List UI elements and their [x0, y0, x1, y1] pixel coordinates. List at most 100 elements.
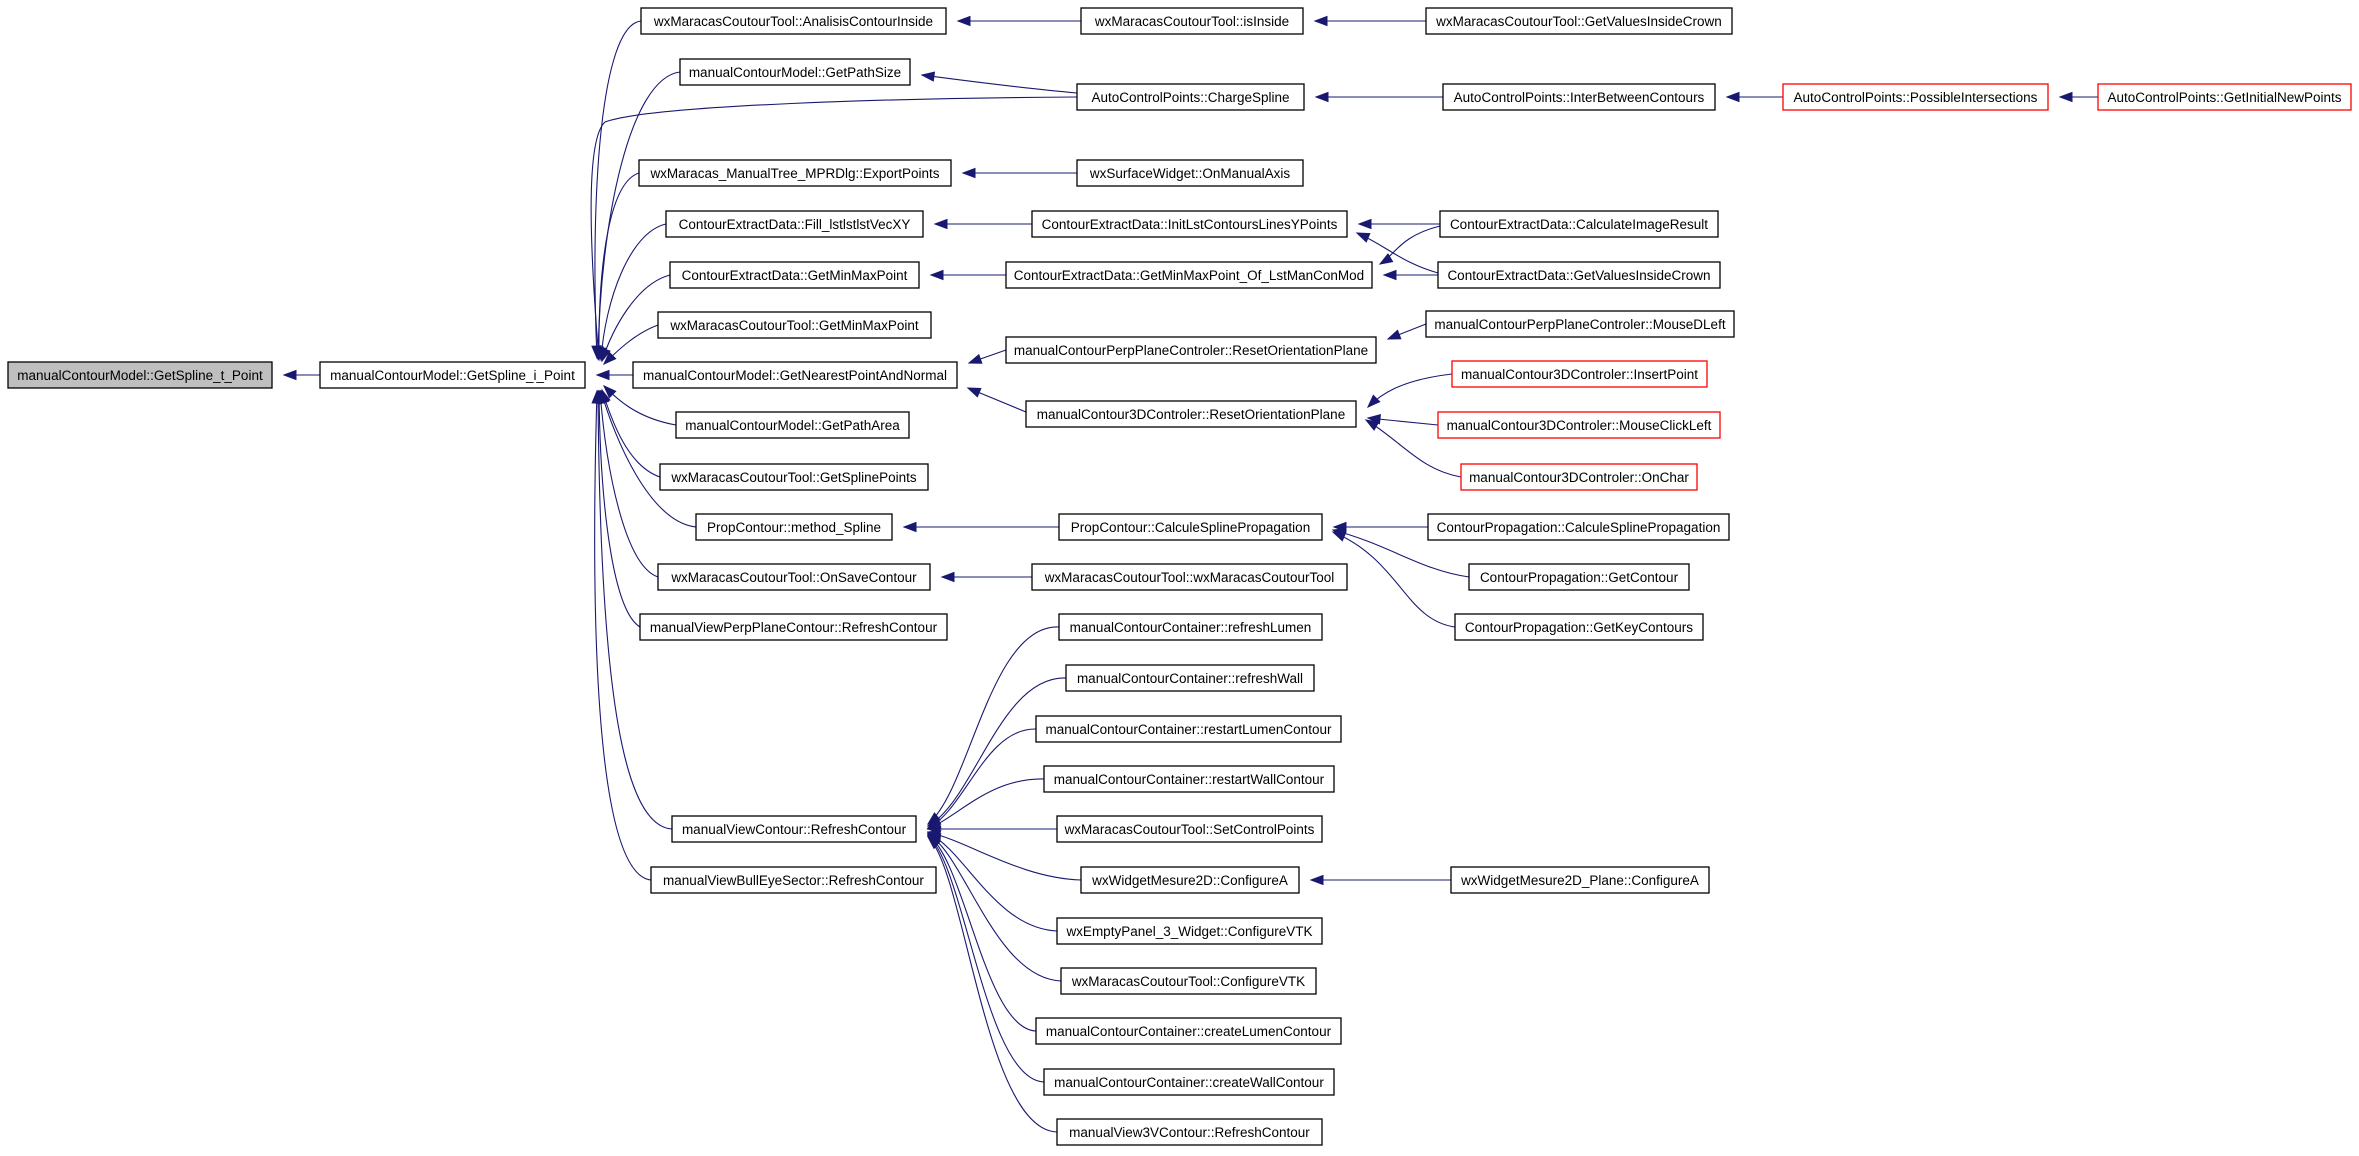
node-n33[interactable]: manualContourContainer::createLumenConto…	[1035, 1017, 1342, 1045]
node-box[interactable]	[665, 210, 924, 238]
node-n46[interactable]: ContourPropagation::GetKeyContours	[1454, 613, 1704, 641]
node-n24[interactable]: wxMaracasCoutourTool::wxMaracasCoutourTo…	[1031, 563, 1348, 591]
node-n14[interactable]: manualViewContour::RefreshContour	[671, 815, 917, 843]
node-n3[interactable]: manualContourModel::GetPathSize	[679, 58, 911, 86]
node-box[interactable]	[1065, 664, 1315, 692]
node-box[interactable]	[640, 7, 947, 35]
node-box[interactable]	[1005, 336, 1377, 364]
node-box[interactable]	[1056, 815, 1323, 843]
node-box[interactable]	[669, 261, 920, 289]
node-n32[interactable]: wxMaracasCoutourTool::ConfigureVTK	[1060, 967, 1317, 995]
node-box[interactable]	[1437, 261, 1721, 289]
node-n40[interactable]: manualContourPerpPlaneControler::MouseDL…	[1425, 310, 1735, 338]
node-box[interactable]	[1782, 83, 2049, 111]
node-n25[interactable]: manualContourContainer::refreshLumen	[1058, 613, 1323, 641]
node-box[interactable]	[638, 159, 952, 187]
node-box[interactable]	[1043, 1068, 1335, 1096]
node-n22[interactable]: manualContour3DControler::ResetOrientati…	[1025, 400, 1357, 428]
node-n31[interactable]: wxEmptyPanel_3_Widget::ConfigureVTK	[1056, 917, 1323, 945]
node-box[interactable]	[1076, 83, 1305, 111]
node-box[interactable]	[1058, 513, 1323, 541]
node-n37[interactable]: AutoControlPoints::InterBetweenContours	[1442, 83, 1716, 111]
node-n20[interactable]: ContourExtractData::GetMinMaxPoint_Of_Ls…	[1005, 261, 1373, 289]
node-n35[interactable]: manualView3VContour::RefreshContour	[1056, 1118, 1323, 1146]
node-box[interactable]	[1035, 1017, 1342, 1045]
node-box[interactable]	[1043, 765, 1335, 793]
node-n17[interactable]: AutoControlPoints::ChargeSpline	[1076, 83, 1305, 111]
node-n29[interactable]: wxMaracasCoutourTool::SetControlPoints	[1056, 815, 1323, 843]
node-box[interactable]	[1080, 7, 1304, 35]
node-box[interactable]	[1437, 411, 1721, 439]
node-box[interactable]	[1439, 210, 1719, 238]
node-box[interactable]	[657, 563, 931, 591]
node-box[interactable]	[7, 361, 273, 389]
node-n49[interactable]: AutoControlPoints::GetInitialNewPoints	[2097, 83, 2352, 111]
node-n8[interactable]: manualContourModel::GetNearestPointAndNo…	[632, 361, 958, 389]
node-n11[interactable]: PropContour::method_Spline	[695, 513, 893, 541]
node-box[interactable]	[659, 463, 929, 491]
node-n42[interactable]: manualContour3DControler::MouseClickLeft	[1437, 411, 1721, 439]
node-n47[interactable]: wxWidgetMesure2D_Plane::ConfigureA	[1450, 866, 1710, 894]
node-box[interactable]	[675, 411, 910, 439]
node-n0[interactable]: manualContourModel::GetSpline_t_Point	[7, 361, 273, 389]
node-n7[interactable]: wxMaracasCoutourTool::GetMinMaxPoint	[657, 311, 932, 339]
node-n30[interactable]: wxWidgetMesure2D::ConfigureA	[1080, 866, 1300, 894]
node-n39[interactable]: ContourExtractData::GetValuesInsideCrown	[1437, 261, 1721, 289]
node-n1[interactable]: manualContourModel::GetSpline_i_Point	[319, 361, 586, 389]
node-box[interactable]	[1442, 83, 1716, 111]
node-box[interactable]	[1460, 463, 1698, 491]
node-n5[interactable]: ContourExtractData::Fill_lstlstlstVecXY	[665, 210, 924, 238]
node-box[interactable]	[1450, 866, 1710, 894]
node-box[interactable]	[1076, 159, 1304, 187]
node-n10[interactable]: wxMaracasCoutourTool::GetSplinePoints	[659, 463, 929, 491]
node-n41[interactable]: manualContour3DControler::InsertPoint	[1451, 360, 1708, 388]
node-box[interactable]	[632, 361, 958, 389]
node-n34[interactable]: manualContourContainer::createWallContou…	[1043, 1068, 1335, 1096]
node-n13[interactable]: manualViewPerpPlaneContour::RefreshConto…	[639, 613, 948, 641]
node-box[interactable]	[1056, 1118, 1323, 1146]
node-n4[interactable]: wxMaracas_ManualTree_MPRDlg::ExportPoint…	[638, 159, 952, 187]
node-n36[interactable]: wxMaracasCoutourTool::GetValuesInsideCro…	[1425, 7, 1733, 35]
node-n43[interactable]: manualContour3DControler::OnChar	[1460, 463, 1698, 491]
node-box[interactable]	[1060, 967, 1317, 995]
node-box[interactable]	[1056, 917, 1323, 945]
node-box[interactable]	[1058, 613, 1323, 641]
node-n19[interactable]: ContourExtractData::InitLstContoursLines…	[1031, 210, 1348, 238]
node-n44[interactable]: ContourPropagation::CalculeSplinePropaga…	[1427, 513, 1730, 541]
node-box[interactable]	[657, 311, 932, 339]
node-box[interactable]	[1454, 613, 1704, 641]
node-n26[interactable]: manualContourContainer::refreshWall	[1065, 664, 1315, 692]
node-box[interactable]	[1031, 563, 1348, 591]
node-box[interactable]	[671, 815, 917, 843]
node-n12[interactable]: wxMaracasCoutourTool::OnSaveContour	[657, 563, 931, 591]
node-n9[interactable]: manualContourModel::GetPathArea	[675, 411, 910, 439]
node-n27[interactable]: manualContourContainer::restartLumenCont…	[1035, 715, 1342, 743]
node-n23[interactable]: PropContour::CalculeSplinePropagation	[1058, 513, 1323, 541]
node-box[interactable]	[1451, 360, 1708, 388]
node-box[interactable]	[679, 58, 911, 86]
node-n16[interactable]: wxMaracasCoutourTool::isInside	[1080, 7, 1304, 35]
node-n38[interactable]: ContourExtractData::CalculateImageResult	[1439, 210, 1719, 238]
node-box[interactable]	[1080, 866, 1300, 894]
node-box[interactable]	[1425, 7, 1733, 35]
node-box[interactable]	[1031, 210, 1348, 238]
node-n28[interactable]: manualContourContainer::restartWallConto…	[1043, 765, 1335, 793]
node-n15[interactable]: manualViewBullEyeSector::RefreshContour	[650, 866, 937, 894]
node-n18[interactable]: wxSurfaceWidget::OnManualAxis	[1076, 159, 1304, 187]
node-n48[interactable]: AutoControlPoints::PossibleIntersections	[1782, 83, 2049, 111]
node-n6[interactable]: ContourExtractData::GetMinMaxPoint	[669, 261, 920, 289]
node-box[interactable]	[319, 361, 586, 389]
node-box[interactable]	[639, 613, 948, 641]
node-box[interactable]	[1427, 513, 1730, 541]
node-n21[interactable]: manualContourPerpPlaneControler::ResetOr…	[1005, 336, 1377, 364]
node-n45[interactable]: ContourPropagation::GetContour	[1468, 563, 1690, 591]
node-box[interactable]	[695, 513, 893, 541]
node-box[interactable]	[1425, 310, 1735, 338]
node-box[interactable]	[650, 866, 937, 894]
node-box[interactable]	[1035, 715, 1342, 743]
node-n2[interactable]: wxMaracasCoutourTool::AnalisisContourIns…	[640, 7, 947, 35]
node-box[interactable]	[1005, 261, 1373, 289]
node-box[interactable]	[2097, 83, 2352, 111]
node-box[interactable]	[1025, 400, 1357, 428]
node-box[interactable]	[1468, 563, 1690, 591]
